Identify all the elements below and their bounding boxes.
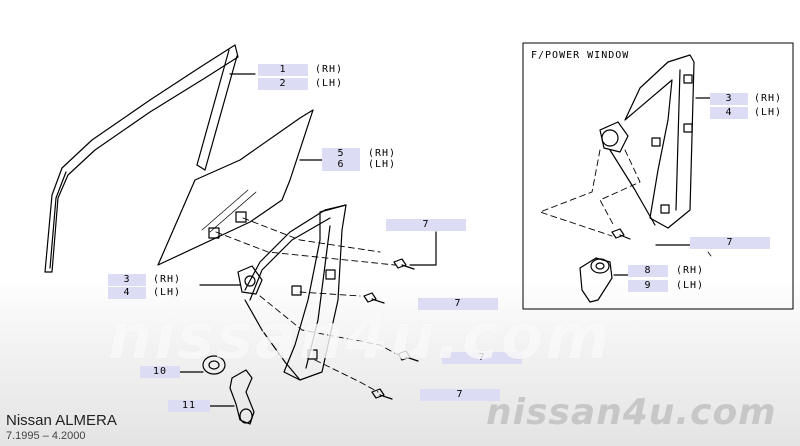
label-lh: (LH) — [676, 280, 705, 291]
callout-7-upper[interactable]: 7 — [418, 298, 498, 310]
callout-6[interactable]: 6 — [322, 159, 360, 171]
label-rh: (RH) — [754, 93, 783, 104]
label-rh: (RH) — [676, 265, 705, 276]
window-run-channel — [44, 44, 256, 273]
model-name: Nissan ALMERA — [6, 412, 117, 429]
callout-4[interactable]: 4 — [108, 287, 146, 299]
washer — [179, 355, 226, 375]
callout-11[interactable]: 11 — [168, 400, 210, 412]
window-handle — [209, 369, 255, 425]
label-lh: (LH) — [754, 107, 783, 118]
label-lh: (LH) — [315, 78, 344, 89]
callout-7-bottom[interactable]: 7 — [420, 389, 500, 401]
inset-callout-4[interactable]: 4 — [710, 107, 748, 119]
label-lh: (LH) — [153, 287, 182, 298]
label-rh: (RH) — [153, 274, 182, 285]
inset-title: F/POWER WINDOW — [531, 50, 630, 61]
callout-5[interactable]: 5 — [322, 148, 360, 160]
inset-callout-3[interactable]: 3 — [710, 93, 748, 105]
callout-1[interactable]: 1 — [258, 64, 308, 76]
label-rh: (RH) — [315, 64, 344, 75]
callout-10[interactable]: 10 — [140, 366, 180, 378]
label-rh: (RH) — [368, 148, 397, 159]
inset-callout-7[interactable]: 7 — [690, 237, 770, 249]
callout-3[interactable]: 3 — [108, 274, 146, 286]
watermark: nissan4u.com — [108, 300, 612, 373]
brand-logo: nissan4u.com — [486, 392, 777, 433]
power-window-regulator — [599, 54, 713, 246]
inset-callout-8[interactable]: 8 — [628, 265, 668, 277]
callout-2[interactable]: 2 — [258, 78, 308, 90]
power-bolt — [611, 228, 631, 240]
mounting-dashes — [215, 217, 401, 393]
callout-7-lower[interactable]: 7 — [442, 352, 522, 364]
bolts — [363, 231, 437, 400]
inset-callout-9[interactable]: 9 — [628, 280, 668, 292]
door-glass — [157, 109, 323, 266]
callout-7-top[interactable]: 7 — [386, 219, 466, 231]
label-lh: (LH) — [368, 159, 397, 170]
window-regulator — [199, 204, 347, 381]
model-years: 7.1995 – 4.2000 — [6, 430, 86, 442]
